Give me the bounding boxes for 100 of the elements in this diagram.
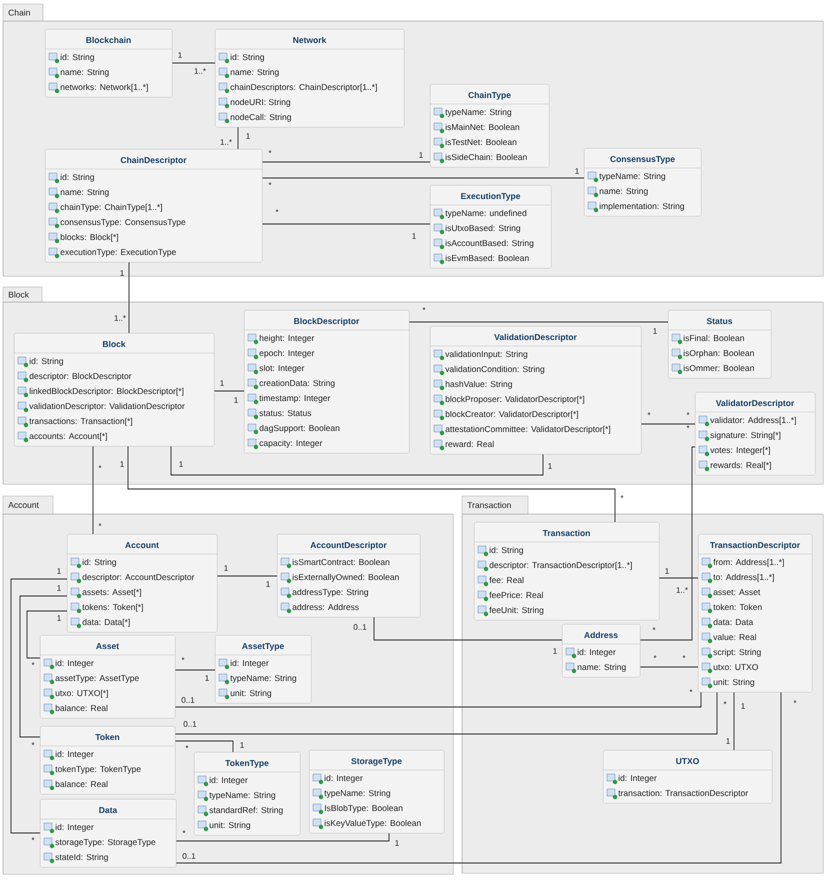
- association-line: [174, 740, 234, 752]
- attribute: typeName: String: [230, 674, 296, 683]
- class-name: Asset: [96, 643, 119, 650]
- class-name: Block: [103, 340, 126, 348]
- multiplicity: 0..1: [354, 624, 366, 630]
- attribute: attestationCommittee: ValidatorDescriptor[*]: [446, 426, 610, 434]
- attribute: id: Integer: [56, 824, 94, 832]
- attribute: typeName: String: [324, 790, 390, 798]
- attribute: transactions: Transaction[*]: [29, 418, 132, 426]
- class-name: StorageType: [351, 758, 402, 766]
- multiplicity: *: [686, 425, 690, 428]
- multiplicity: 1: [220, 380, 224, 386]
- attribute: descriptor: AccountDescriptor: [82, 574, 194, 582]
- attribute: rewards: Real[*]: [710, 462, 771, 470]
- attribute: validationDescriptor: ValidationDescriptor: [29, 402, 185, 411]
- package-name: Account: [8, 502, 39, 508]
- multiplicity: 1: [234, 397, 238, 403]
- class-name: Status: [706, 318, 732, 324]
- attribute: creationData: String: [260, 380, 335, 388]
- multiplicity: *: [186, 745, 188, 748]
- attribute: assets: Asset[*]: [82, 588, 141, 597]
- attribute: stateId: String: [55, 854, 108, 862]
- attribute: hashValue: String: [446, 380, 512, 389]
- attribute: isSmartContract: Boolean: [292, 558, 390, 566]
- attribute: capacity: Integer: [260, 440, 322, 448]
- attribute: signature: String[*]: [710, 432, 780, 440]
- multiplicity: 0..1: [184, 721, 196, 727]
- attribute: id: Integer: [56, 660, 94, 668]
- multiplicity: *: [422, 307, 426, 310]
- attribute: data: Data[*]: [82, 618, 130, 627]
- multiplicity: 1: [57, 568, 61, 574]
- multiplicity: 1: [395, 840, 399, 846]
- association-line: [170, 446, 544, 476]
- attribute: tokens: Token[*]: [82, 604, 143, 612]
- attribute: standardRef: String: [209, 806, 283, 815]
- class-name: BlockDescriptor: [294, 318, 360, 326]
- class-name: AssetType: [242, 643, 284, 651]
- attribute: addressType: String: [292, 588, 368, 597]
- attribute: accounts: Account[*]: [30, 432, 107, 441]
- multiplicity: *: [98, 523, 102, 526]
- attribute: typeName: String: [209, 792, 276, 800]
- multiplicity: 1: [205, 675, 209, 681]
- attribute: id: Integer: [324, 774, 363, 783]
- attribute: utxo: UTXO[*]: [56, 690, 108, 698]
- attribute: linkedBlockDescriptor: BlockDescriptor[*]: [30, 388, 184, 396]
- class-name: AccountDescriptor: [310, 542, 387, 550]
- class-name: Account: [125, 542, 159, 548]
- attribute: blockCreator: ValidatorDescriptor[*]: [446, 410, 578, 419]
- attribute: height: Integer: [260, 334, 314, 343]
- attribute: isKeyValueType: Boolean: [324, 820, 421, 828]
- package-name: Chain: [8, 9, 30, 16]
- multiplicity: *: [98, 465, 102, 468]
- multiplicity: 1: [224, 565, 228, 571]
- class-name: ValidatorDescriptor: [716, 400, 794, 408]
- association-line: [10, 578, 68, 834]
- multiplicity: 1..*: [114, 315, 126, 321]
- attribute: votes: Integer[*]: [710, 446, 770, 455]
- attribute: balance: Real: [56, 780, 108, 788]
- multiplicity: *: [182, 830, 186, 834]
- association-line: [92, 446, 94, 534]
- class-name: TokenType: [225, 760, 269, 768]
- multiplicity: 1: [179, 461, 183, 467]
- attribute: epoch: Integer: [260, 350, 314, 358]
- association-line: [176, 832, 390, 842]
- attribute: balance: Real: [56, 704, 108, 712]
- multiplicity: 1: [266, 581, 270, 587]
- attribute: tokenType: TokenType: [55, 766, 141, 774]
- attribute: reward: Real: [446, 440, 494, 448]
- attribute: id: Integer: [210, 776, 248, 785]
- attribute: isFinal: Boolean: [684, 334, 744, 342]
- association-line: [128, 446, 616, 522]
- attribute: id: String: [30, 358, 63, 366]
- multiplicity: *: [32, 742, 34, 746]
- attribute: dagSupport: Boolean: [260, 424, 340, 433]
- attribute: isOmmer: Boolean: [684, 364, 754, 372]
- attribute: validationCondition: String: [445, 366, 544, 374]
- association-line: [26, 610, 68, 658]
- attribute: isExternallyOwned: Boolean: [292, 574, 399, 582]
- class-name: ValidationDescriptor: [494, 334, 577, 342]
- multiplicity: 1: [57, 615, 61, 621]
- attribute: IsBlobType: Boolean: [325, 804, 402, 813]
- multiplicity: *: [620, 495, 624, 498]
- attribute: validationInput: String: [445, 350, 528, 359]
- attribute: isOrphan: Boolean: [684, 350, 754, 358]
- multiplicity: 0..1: [182, 697, 194, 703]
- attribute: blockProposer: ValidatorDescriptor[*]: [446, 396, 584, 404]
- attribute: validator: Address[1..*]: [710, 416, 796, 425]
- attribute: address: Address: [292, 604, 359, 610]
- multiplicity: 0..1: [182, 853, 196, 859]
- attribute: id: Integer: [56, 750, 94, 759]
- class-name: Token: [95, 734, 120, 740]
- class-name: Data: [99, 807, 118, 814]
- multiplicity: 1: [653, 328, 657, 334]
- attribute: timestamp: Integer: [259, 394, 330, 403]
- multiplicity: 1: [57, 585, 61, 591]
- attribute: unit: String: [230, 690, 272, 698]
- association-line: [20, 596, 68, 738]
- association-line: [214, 390, 244, 392]
- attribute: slot: Integer: [259, 364, 304, 373]
- attribute: descriptor: BlockDescriptor: [30, 372, 132, 381]
